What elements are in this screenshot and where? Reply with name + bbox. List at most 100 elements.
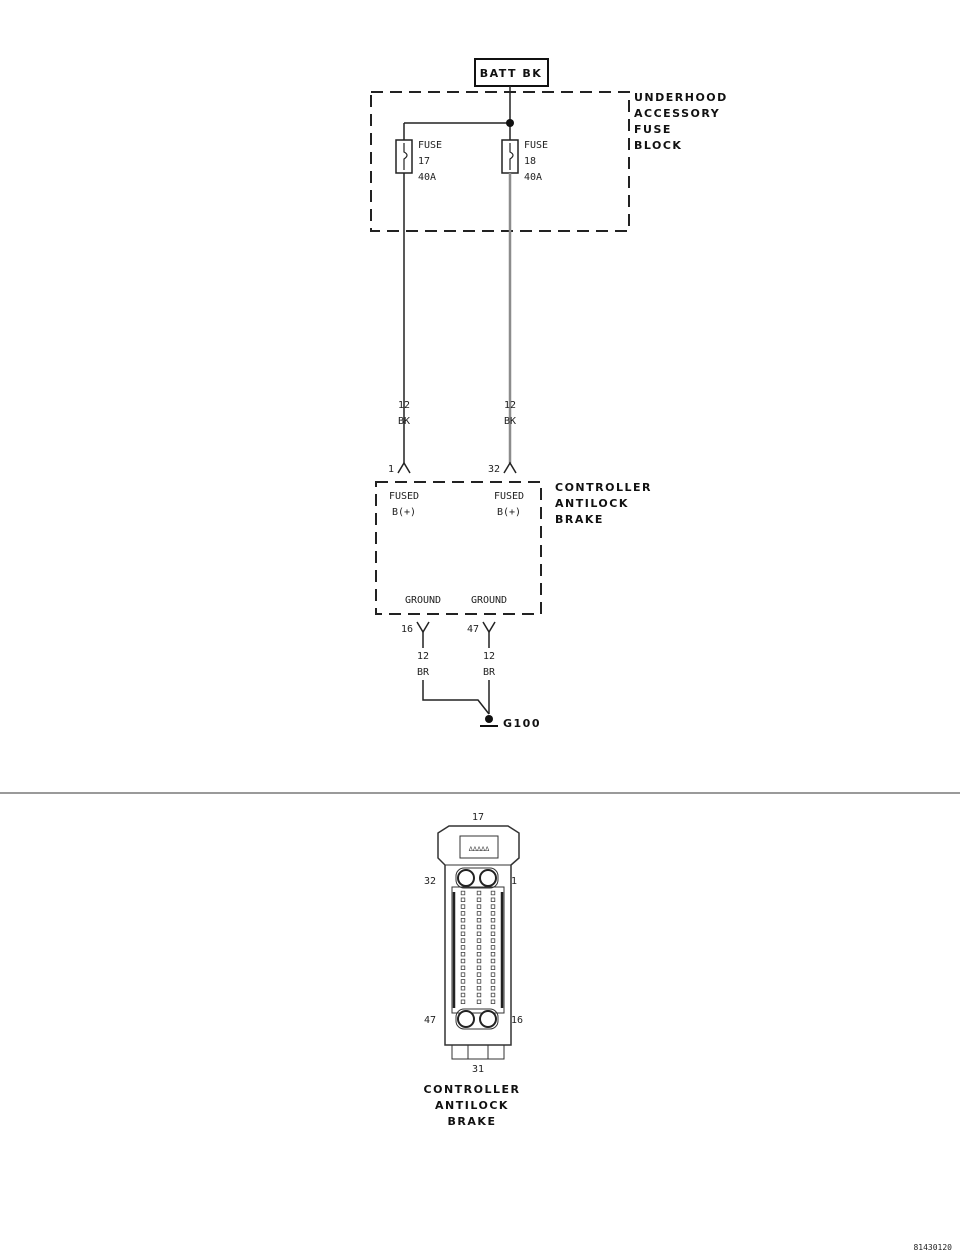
connector-signal-cavity xyxy=(476,945,482,950)
connector-top-socket-frame xyxy=(455,867,499,889)
connector-signal-cavity xyxy=(490,958,496,964)
controller-label-line-3: BRAKE xyxy=(555,513,604,526)
connector-signal-cavity xyxy=(490,911,496,916)
fuse-17-element-icon xyxy=(403,143,408,170)
battery-source: BATT BK xyxy=(474,58,549,87)
ground-label: G100 xyxy=(503,717,541,730)
fuse-18: FUSE 18 40A xyxy=(501,139,548,183)
connector-signal-cavity xyxy=(460,986,466,991)
battery-label: BATT BK xyxy=(480,67,543,80)
ground-wire-left-color: BR xyxy=(417,667,430,678)
connector-signal-cavity xyxy=(490,986,496,991)
connector-face-view: 17 ΔΔΔΔΔ 32 1 47 16 31 CONTROLLER ANTILO… xyxy=(424,812,524,1128)
connector-signal-cavity xyxy=(460,952,466,957)
battery-feed-circuits: 12 BK 12 BK 1 32 xyxy=(388,173,517,475)
ground-point-icon xyxy=(485,715,493,723)
connector-signal-cavity xyxy=(476,938,482,943)
pin-1-function-line-2: B(+) xyxy=(392,507,416,518)
wire-left-gauge: 12 xyxy=(398,400,410,411)
pin-32-function-line-1: FUSED xyxy=(494,491,524,502)
fuse-18-word: FUSE xyxy=(524,140,548,151)
figure-id: 81430120 xyxy=(913,1243,952,1252)
connector-pin-label-47: 47 xyxy=(424,1015,436,1026)
controller-label-line-1: CONTROLLER xyxy=(555,481,652,494)
cavity-32-terminal-icon xyxy=(503,461,517,474)
connector-signal-cavity xyxy=(476,979,482,984)
fuse-17-rating: 40A xyxy=(418,172,436,183)
connector-title-line-1: CONTROLLER xyxy=(424,1083,521,1096)
fuse-17-word: FUSE xyxy=(418,140,442,151)
fuse-block-label-line-3: FUSE xyxy=(634,123,672,136)
connector-signal-cavity xyxy=(460,972,466,977)
connector-signal-cavity xyxy=(460,911,466,916)
connector-signal-cavity xyxy=(460,945,466,950)
connector-ground-cavity-16 xyxy=(479,1010,497,1028)
fuse-18-number: 18 xyxy=(524,156,536,167)
cavity-1-terminal-icon xyxy=(397,461,411,474)
connector-bottom-socket-frame xyxy=(455,1008,499,1030)
cavity-47-terminal-icon xyxy=(482,621,496,634)
connector-signal-cavity xyxy=(490,897,496,902)
controller-label-line-2: ANTILOCK xyxy=(555,497,629,510)
fuse-block-label-line-2: ACCESSORY xyxy=(634,107,720,120)
connector-signal-cavity xyxy=(460,958,466,964)
wire-right-gauge: 12 xyxy=(504,400,516,411)
connector-pin-label-16: 16 xyxy=(511,1015,523,1026)
connector-signal-cavity xyxy=(490,965,496,970)
fuse-18-rating: 40A xyxy=(524,172,542,183)
connector-ground-cavity-47 xyxy=(457,1010,475,1028)
connector-power-cavity-1 xyxy=(479,869,497,887)
connector-signal-cavity xyxy=(490,904,496,909)
connector-title-line-3: BRAKE xyxy=(448,1115,497,1128)
connector-latch xyxy=(459,835,499,859)
connector-signal-cavity xyxy=(476,890,482,896)
connector-pin-label-31: 31 xyxy=(472,1064,484,1075)
connector-signal-cavity xyxy=(476,992,482,998)
ground-wire-right-color: BR xyxy=(483,667,496,678)
pin-16-function: GROUND xyxy=(405,595,441,606)
wire-left-color: BK xyxy=(398,416,410,427)
connector-signal-cavity xyxy=(490,918,496,923)
connector-signal-cavity xyxy=(460,979,466,984)
cavity-32-number: 32 xyxy=(488,464,500,475)
ground-wire-right-gauge: 12 xyxy=(483,651,495,662)
splice-dot xyxy=(506,119,514,127)
controller-antilock-brake: CONTROLLER ANTILOCK BRAKE FUSED B(+) FUS… xyxy=(375,481,652,615)
connector-signal-cavity xyxy=(460,965,466,970)
connector-signal-cavity xyxy=(460,890,466,896)
connector-signal-cavity xyxy=(490,931,496,936)
connector-signal-cavity xyxy=(476,897,482,902)
connector-bottom-tab xyxy=(451,1044,505,1060)
connector-signal-cavity xyxy=(460,931,466,936)
connector-signal-cavity xyxy=(490,999,496,1004)
connector-signal-cavity xyxy=(490,972,496,977)
connector-signal-cavity xyxy=(476,931,482,936)
battery-box xyxy=(474,58,549,87)
connector-cavity-field xyxy=(451,886,505,1014)
fuse-block-outline xyxy=(370,91,630,232)
pin-32-function-line-2: B(+) xyxy=(497,507,521,518)
connector-signal-cavity xyxy=(490,945,496,950)
connector-signal-cavity xyxy=(460,999,466,1004)
connector-signal-cavity xyxy=(476,965,482,970)
controller-outline xyxy=(375,481,542,615)
connector-signal-cavity xyxy=(490,890,496,896)
connector-power-cavity-32 xyxy=(457,869,475,887)
connector-signal-cavity xyxy=(476,986,482,991)
connector-signal-cavity xyxy=(476,904,482,909)
connector-signal-cavity xyxy=(476,911,482,916)
connector-signal-cavity xyxy=(460,992,466,998)
wire-cavity-16-to-g100 xyxy=(422,632,490,715)
ground-g100: G100 xyxy=(480,715,541,730)
connector-signal-cavity xyxy=(476,952,482,957)
cavity-16-number: 16 xyxy=(401,624,413,635)
fuse-17: FUSE 17 40A xyxy=(395,139,442,183)
connector-signal-cavity xyxy=(490,979,496,984)
connector-latch-text: ΔΔΔΔΔ xyxy=(469,846,490,853)
connector-signal-cavity xyxy=(490,952,496,957)
underhood-fuse-block: UNDERHOOD ACCESSORY FUSE BLOCK FUSE 17 4… xyxy=(370,86,726,232)
connector-pin-label-17: 17 xyxy=(472,812,484,823)
connector-signal-cavity xyxy=(476,924,482,930)
